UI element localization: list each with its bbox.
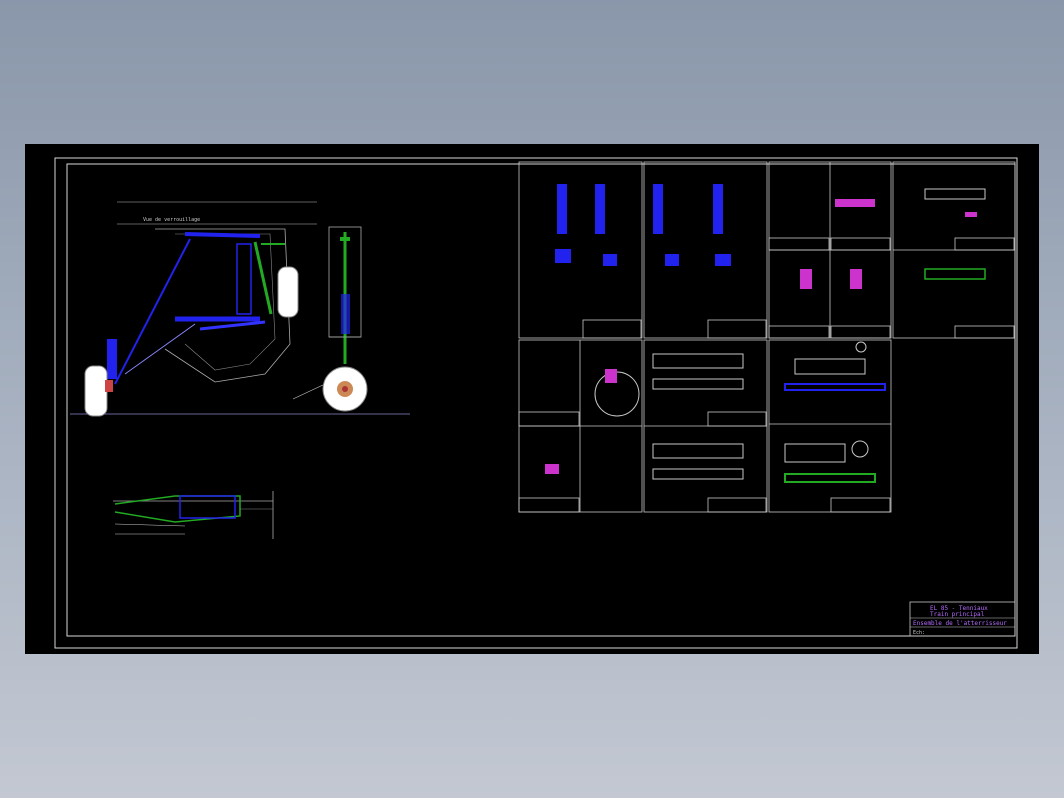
drawing-canvas[interactable]: Vue de verrouillage <box>25 144 1039 654</box>
title-block: EL 85 - Tenniaux Train principal Ensembl… <box>909 601 1016 637</box>
view-caption: Vue de verrouillage <box>143 217 200 223</box>
detail-parts <box>545 184 986 483</box>
landing-gear-side-view: Vue de verrouillage <box>70 201 410 417</box>
cad-drawing-sheet[interactable]: Vue de verrouillage <box>25 144 1039 654</box>
title-line2: Train principal <box>930 611 985 618</box>
outer-border <box>54 157 1018 649</box>
landing-gear-front-view <box>322 226 368 412</box>
title-line3: Ensemble de l'atterrisseur <box>913 620 1007 627</box>
inner-border <box>66 163 1016 637</box>
title-line1: EL 85 - Tenniaux <box>930 605 988 612</box>
title-sheet-label: Ech: <box>913 630 925 636</box>
landing-gear-plan-view <box>113 491 274 539</box>
detail-sheets <box>518 161 1016 513</box>
